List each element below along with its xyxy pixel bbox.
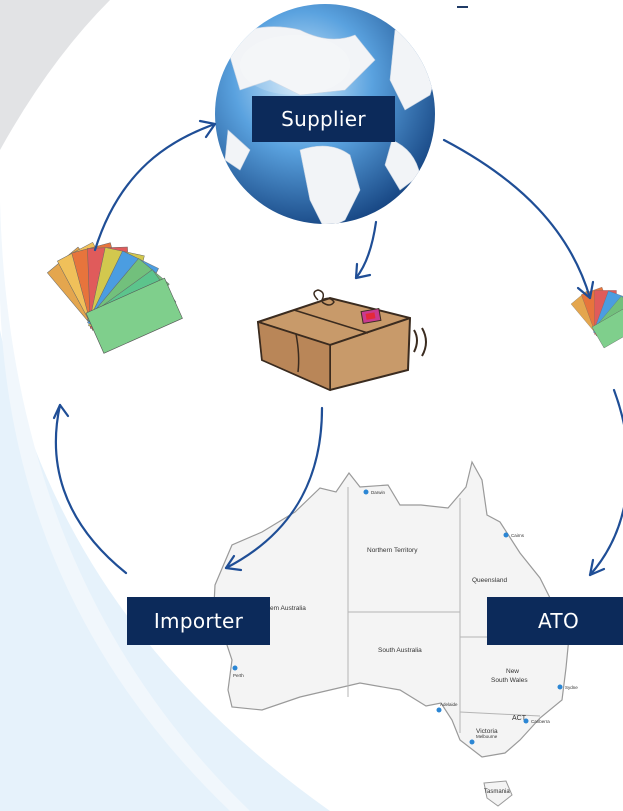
map-label-south-australia: South Australia — [378, 647, 422, 654]
mainland-outline — [213, 460, 570, 758]
arrow-supplier-to-right-money — [442, 138, 592, 300]
arrow-right-money-to-ato — [588, 388, 623, 577]
city-sydney: Sydne — [557, 684, 578, 690]
city-darwin: Darwin — [363, 489, 386, 495]
city-canberra: Canberra — [523, 718, 550, 724]
top-dash-mark — [457, 6, 468, 8]
map-label-nsw-line2: South Wales — [491, 677, 528, 684]
importer-label: Importer — [127, 597, 270, 645]
ato-label: ATO — [487, 597, 623, 645]
light-blue-swoosh — [0, 330, 330, 811]
svg-text:Sydne: Sydne — [565, 685, 578, 690]
map-label-tasmania: Tasmania — [484, 789, 510, 795]
svg-text:Canberra: Canberra — [531, 719, 550, 724]
tasmania-outline — [483, 780, 513, 807]
supplier-label: Supplier — [252, 96, 395, 142]
map-label-queensland: Queensland — [472, 577, 507, 584]
svg-text:Perth: Perth — [233, 673, 244, 678]
nsw-vic-border — [459, 711, 541, 717]
map-label-victoria: Victoria — [476, 728, 498, 735]
arrow-importer-to-money — [54, 403, 128, 575]
arrow-money-to-supplier — [93, 122, 217, 252]
map-label-northern-territory: Northern Territory — [367, 547, 418, 554]
svg-text:Melbourne: Melbourne — [476, 734, 498, 739]
map-label-act: ACT — [512, 715, 527, 722]
city-perth: Perth — [232, 665, 244, 678]
city-cairns: Cairns — [503, 532, 525, 538]
svg-text:Adelaide: Adelaide — [440, 702, 458, 707]
city-melbourne: Melbourne — [469, 734, 498, 745]
corner-gray-shape — [0, 0, 110, 150]
arrow-supplier-to-parcel — [354, 220, 378, 280]
arrow-parcel-to-importer — [224, 406, 324, 570]
pale-swoosh-edge — [0, 140, 250, 811]
map-label-western-australia: stem Australia — [265, 605, 306, 612]
svg-text:Cairns: Cairns — [511, 533, 525, 538]
map-label-nsw-line1: New — [506, 668, 519, 675]
svg-text:Darwin: Darwin — [371, 490, 386, 495]
city-adelaide: Adelaide — [436, 702, 458, 713]
